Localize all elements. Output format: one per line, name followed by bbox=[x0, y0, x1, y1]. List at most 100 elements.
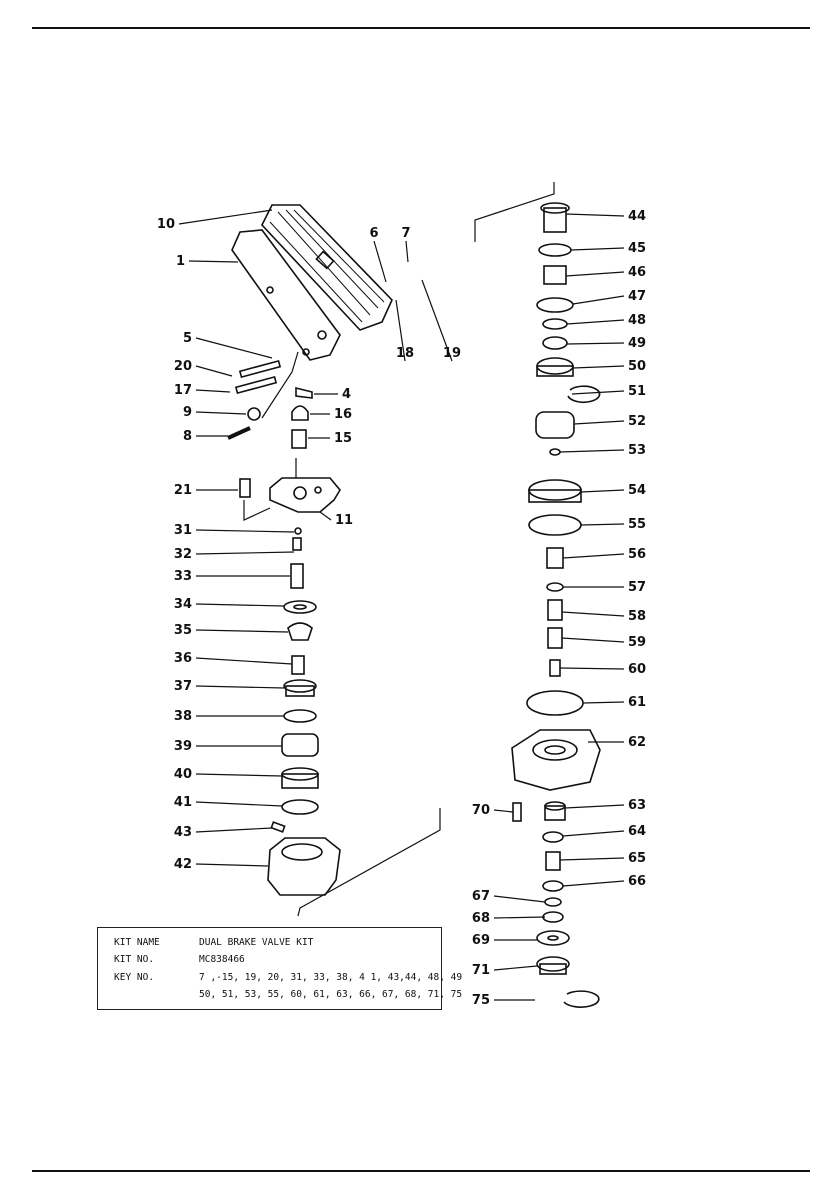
leader-54 bbox=[580, 489, 625, 493]
bottom-rule bbox=[32, 1170, 810, 1172]
leader-17 bbox=[195, 389, 231, 393]
callout-39: 39 bbox=[174, 739, 192, 754]
callout-37: 37 bbox=[174, 679, 192, 694]
callout-66: 66 bbox=[628, 874, 646, 889]
callout-18: 18 bbox=[396, 346, 414, 361]
callout-42: 42 bbox=[174, 857, 192, 872]
callout-59: 59 bbox=[628, 635, 646, 650]
kit-name-key: KIT NAME bbox=[114, 937, 160, 948]
leader-44 bbox=[565, 213, 625, 217]
leader-35 bbox=[195, 629, 289, 633]
callout-57: 57 bbox=[628, 580, 646, 595]
callout-67: 67 bbox=[472, 889, 490, 904]
leader-18 bbox=[395, 299, 406, 362]
callout-62: 62 bbox=[628, 735, 646, 750]
callout-20: 20 bbox=[174, 359, 192, 374]
leader-19 bbox=[421, 279, 453, 362]
leader-58 bbox=[561, 611, 625, 617]
callout-71: 71 bbox=[472, 963, 490, 978]
callout-32: 32 bbox=[174, 547, 192, 562]
leader-34 bbox=[195, 603, 285, 607]
callout-45: 45 bbox=[628, 241, 646, 256]
leader-49 bbox=[566, 342, 625, 345]
callout-38: 38 bbox=[174, 709, 192, 724]
leader-71 bbox=[493, 965, 538, 971]
callout-70: 70 bbox=[472, 803, 490, 818]
callout-52: 52 bbox=[628, 414, 646, 429]
callout-60: 60 bbox=[628, 662, 646, 677]
leader-43 bbox=[195, 827, 273, 833]
callout-5: 5 bbox=[183, 331, 192, 346]
callout-58: 58 bbox=[628, 609, 646, 624]
leader-45 bbox=[570, 247, 625, 251]
callout-48: 48 bbox=[628, 313, 646, 328]
callout-21: 21 bbox=[174, 483, 192, 498]
leader-47 bbox=[572, 295, 625, 305]
leader-51 bbox=[571, 390, 625, 395]
key-no-value-1: 7 ,-15, 19, 20, 31, 33, 38, 4 1, 43,44, … bbox=[199, 972, 463, 983]
callout-47: 47 bbox=[628, 289, 646, 304]
callout-50: 50 bbox=[628, 359, 646, 374]
leader-42 bbox=[195, 863, 269, 867]
callout-44: 44 bbox=[628, 209, 646, 224]
callout-65: 65 bbox=[628, 851, 646, 866]
callout-4: 4 bbox=[342, 387, 351, 402]
key-no-value-2: 50, 51, 53, 55, 60, 61, 63, 66, 67, 68, … bbox=[199, 989, 463, 1000]
part-10-pedal-pad bbox=[261, 204, 393, 331]
callout-33: 33 bbox=[174, 569, 192, 584]
leader-7 bbox=[405, 240, 409, 263]
leader-11 bbox=[319, 511, 332, 521]
leader-70 bbox=[493, 809, 514, 813]
leader-37 bbox=[195, 685, 285, 689]
callout-6: 6 bbox=[369, 226, 378, 241]
callout-10: 10 bbox=[157, 217, 175, 232]
leader-48 bbox=[566, 319, 625, 325]
callout-49: 49 bbox=[628, 336, 646, 351]
callout-69: 69 bbox=[472, 933, 490, 948]
kit-no-value: MC838466 bbox=[199, 954, 245, 965]
leader-63 bbox=[564, 804, 625, 809]
key-no-key: KEY NO. bbox=[114, 972, 155, 983]
leader-lines bbox=[178, 209, 625, 1001]
assembly-lines bbox=[243, 182, 555, 917]
callout-17: 17 bbox=[174, 383, 192, 398]
leader-55 bbox=[580, 523, 625, 526]
callout-9: 9 bbox=[183, 405, 192, 420]
leader-53 bbox=[559, 449, 625, 453]
callout-35: 35 bbox=[174, 623, 192, 638]
leader-10 bbox=[178, 209, 273, 225]
leader-56 bbox=[562, 553, 625, 559]
part-11-bracket bbox=[269, 477, 341, 513]
right-column-parts bbox=[511, 202, 601, 1008]
leader-41 bbox=[195, 801, 283, 807]
leader-40 bbox=[195, 773, 283, 777]
leader-67 bbox=[493, 895, 546, 903]
top-rule bbox=[32, 27, 810, 29]
kit-table: KIT NAME DUAL BRAKE VALVE KIT KIT NO. MC… bbox=[97, 927, 462, 1010]
leader-66 bbox=[562, 880, 625, 887]
leader-52 bbox=[573, 420, 625, 425]
left-column-parts bbox=[227, 359, 341, 896]
callout-53: 53 bbox=[628, 443, 646, 458]
callout-56: 56 bbox=[628, 547, 646, 562]
leader-59 bbox=[561, 637, 625, 643]
callout-43: 43 bbox=[174, 825, 192, 840]
callout-41: 41 bbox=[174, 795, 192, 810]
leader-6 bbox=[373, 240, 387, 283]
callout-64: 64 bbox=[628, 824, 646, 839]
leader-46 bbox=[565, 271, 625, 277]
callout-55: 55 bbox=[628, 517, 646, 532]
leader-64 bbox=[562, 830, 625, 837]
leader-65 bbox=[559, 857, 625, 861]
callout-7: 7 bbox=[401, 226, 410, 241]
callout-63: 63 bbox=[628, 798, 646, 813]
leader-60 bbox=[559, 667, 625, 670]
leader-32 bbox=[195, 551, 295, 555]
leader-9 bbox=[195, 411, 247, 415]
leader-68 bbox=[493, 916, 546, 919]
callout-54: 54 bbox=[628, 483, 646, 498]
callout-31: 31 bbox=[174, 523, 192, 538]
callout-75: 75 bbox=[472, 993, 490, 1008]
leader-36 bbox=[195, 657, 293, 665]
